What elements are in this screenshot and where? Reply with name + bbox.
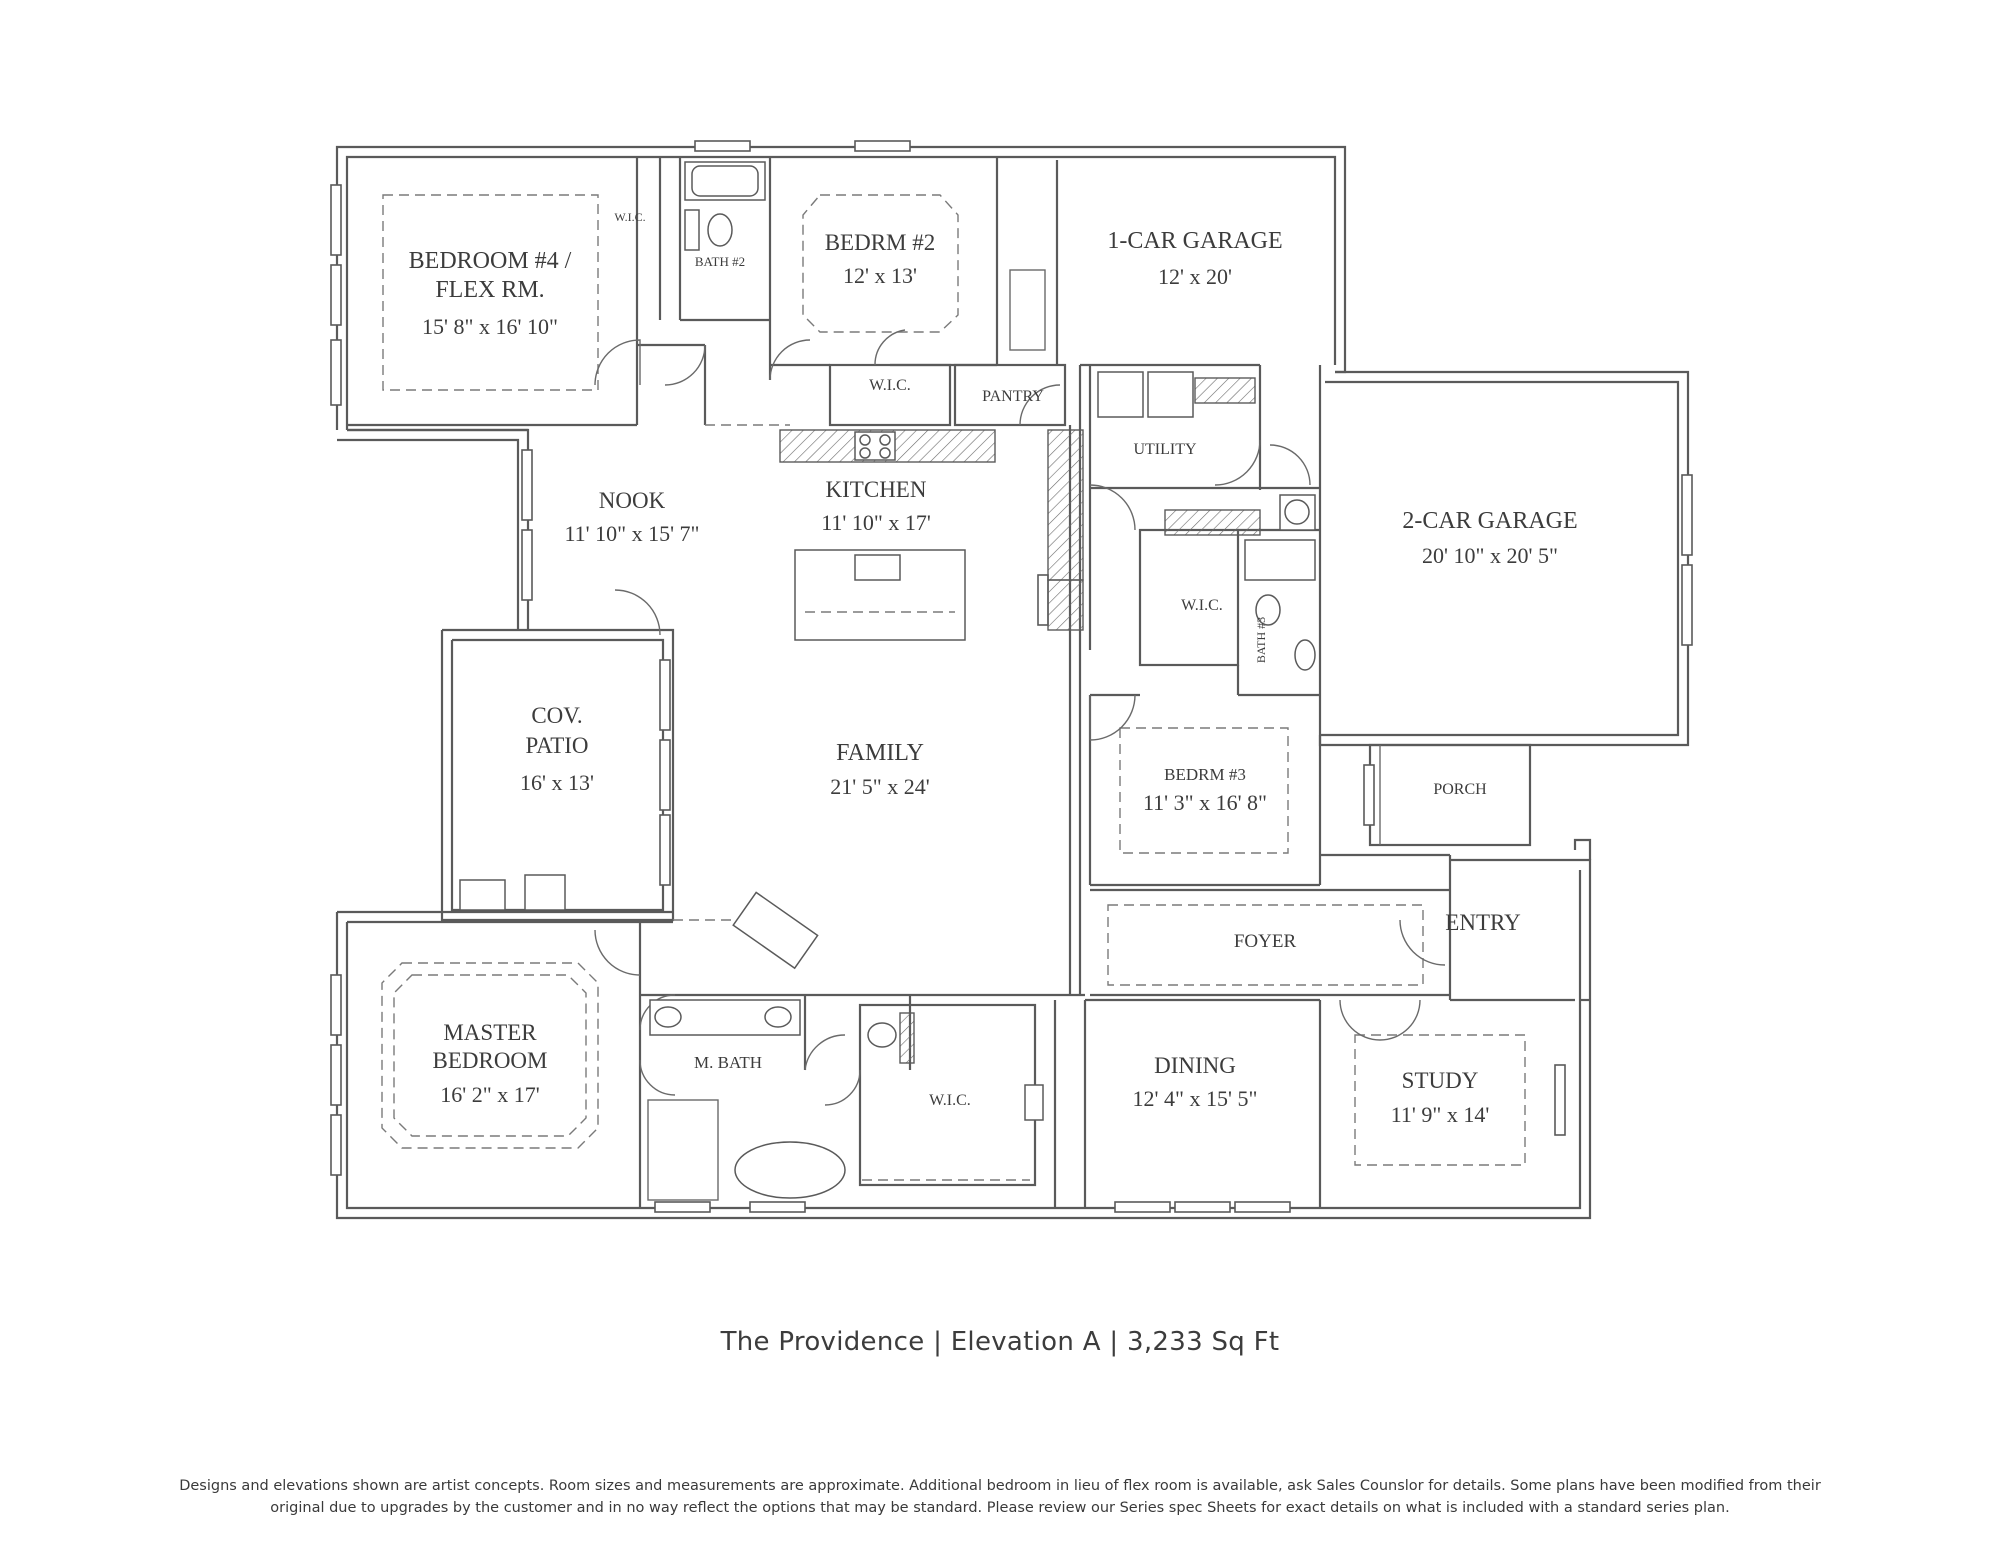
study-label: STUDY bbox=[1402, 1068, 1479, 1093]
disclaimer-line1: Designs and elevations shown are artist … bbox=[179, 1478, 1821, 1494]
garage2-dims: 20' 10" x 20' 5" bbox=[1422, 543, 1558, 568]
cov-patio-dims: 16' x 13' bbox=[520, 770, 594, 795]
family-dims: 21' 5" x 24' bbox=[830, 774, 929, 799]
pantry-label: PANTRY bbox=[982, 388, 1044, 405]
disclaimer-line2: original due to upgrades by the customer… bbox=[270, 1500, 1730, 1516]
garage2-label: 2-CAR GARAGE bbox=[1402, 508, 1577, 534]
porch-label: PORCH bbox=[1433, 781, 1487, 798]
kitchen-label: KITCHEN bbox=[826, 477, 927, 502]
utility-label: UTILITY bbox=[1133, 441, 1197, 458]
wic-bedrm2-label: W.I.C. bbox=[869, 377, 911, 394]
wic-master-label: W.I.C. bbox=[929, 1092, 971, 1109]
bedrm3-label: BEDRM #3 bbox=[1164, 765, 1246, 784]
mbath-label: M. BATH bbox=[694, 1053, 762, 1072]
bedroom4-label-line1: BEDROOM #4 / bbox=[409, 248, 572, 274]
dining-label: DINING bbox=[1154, 1053, 1236, 1078]
windows bbox=[330, 140, 1693, 1213]
entry-label: ENTRY bbox=[1445, 910, 1521, 935]
cov-patio-label-line2: PATIO bbox=[525, 733, 588, 758]
master-dims: 16' 2" x 17' bbox=[440, 1082, 539, 1107]
bedroom4-label-line2: FLEX RM. bbox=[435, 277, 544, 303]
master-label-line2: BEDROOM bbox=[432, 1048, 547, 1073]
bath3-label: BATH #3 bbox=[1254, 617, 1268, 663]
room-labels: BEDROOM #4 / FLEX RM. 15' 8" x 16' 10" W… bbox=[409, 210, 1578, 1127]
wic-small-label: W.I.C. bbox=[614, 210, 645, 224]
ceiling-outlines bbox=[381, 194, 1526, 1166]
fixtures bbox=[459, 161, 1316, 1201]
foyer-label: FOYER bbox=[1234, 931, 1297, 952]
dining-dims: 12' 4" x 15' 5" bbox=[1133, 1086, 1258, 1111]
garage1-label: 1-CAR GARAGE bbox=[1107, 228, 1282, 254]
master-label-line1: MASTER bbox=[443, 1020, 537, 1045]
bedroom4-dims: 15' 8" x 16' 10" bbox=[422, 314, 558, 339]
bath2-label: BATH #2 bbox=[695, 254, 745, 269]
plan-caption: The Providence | Elevation A | 3,233 Sq … bbox=[720, 1327, 1280, 1357]
bedrm2-dims: 12' x 13' bbox=[843, 263, 917, 288]
cov-patio-label-line1: COV. bbox=[531, 703, 582, 728]
study-dims: 11' 9" x 14' bbox=[1391, 1102, 1490, 1127]
family-label: FAMILY bbox=[836, 740, 924, 766]
bedrm2-label: BEDRM #2 bbox=[825, 230, 936, 255]
nook-dims: 11' 10" x 15' 7" bbox=[564, 521, 699, 546]
disclaimer: Designs and elevations shown are artist … bbox=[150, 1475, 1850, 1519]
kitchen-dims: 11' 10" x 17' bbox=[821, 510, 931, 535]
wic-bedrm3-label: W.I.C. bbox=[1181, 597, 1223, 614]
door-swings bbox=[594, 329, 1446, 1106]
bedrm3-dims: 11' 3" x 16' 8" bbox=[1143, 790, 1267, 815]
garage1-dims: 12' x 20' bbox=[1158, 264, 1232, 289]
nook-label: NOOK bbox=[599, 488, 666, 513]
